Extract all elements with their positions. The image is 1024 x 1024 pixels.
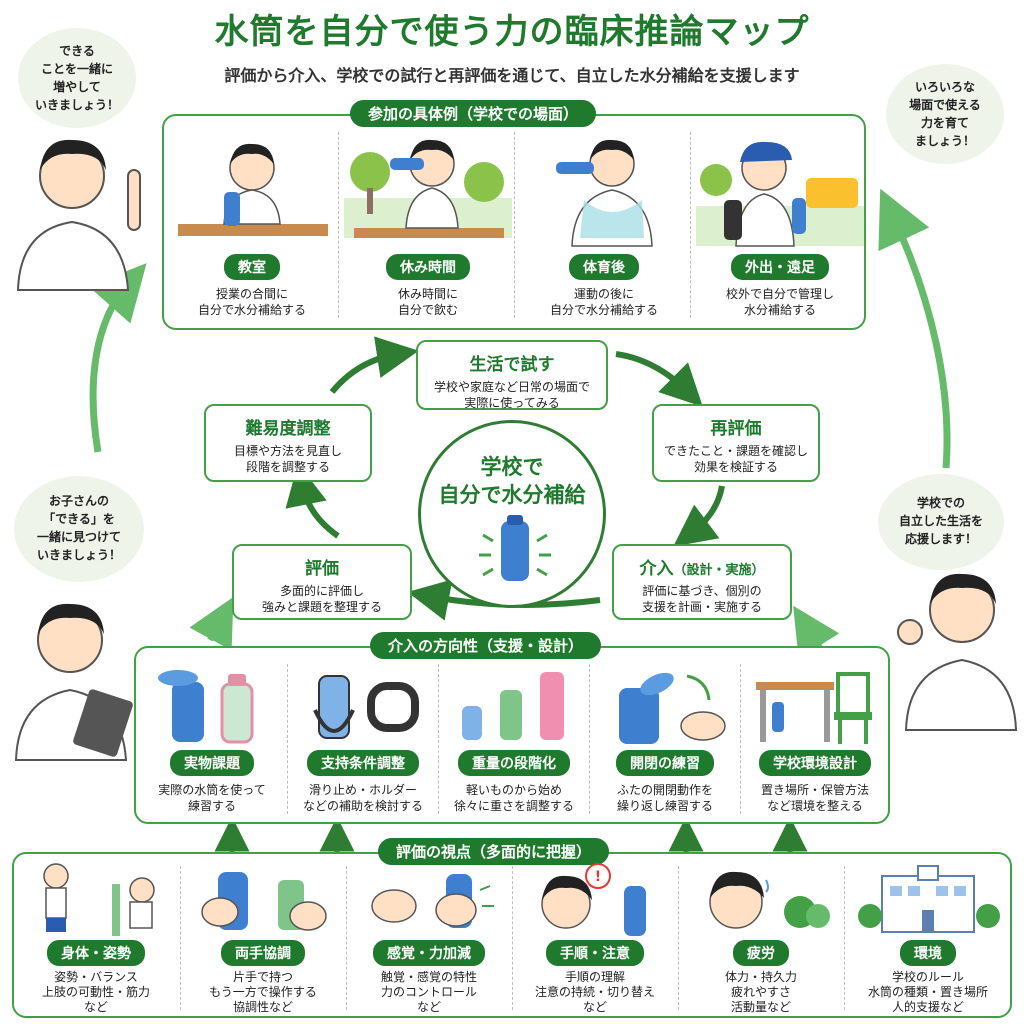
fatigue-illustration <box>709 871 830 929</box>
direction-card-weight-grading: 重量の段階化 軽いものから始め徐々に重さを調整する <box>440 660 588 820</box>
outer-arrow-left <box>88 263 147 453</box>
speech-bubble-top-right: いろいろな場面で使える力を育てましょう！ <box>886 64 1004 164</box>
viewpoint-label-bimanual: 両手協調 <box>221 940 305 966</box>
speech-bubble-mid-left: お子さんの「できる」を一緒に見つけていきましょう！ <box>14 476 144 582</box>
participation-card-pe: 体育後 運動の後に自分で水分補給する <box>520 128 688 324</box>
participation-panel-label: 参加の具体例（学校での場面） <box>350 100 597 127</box>
step-try-in-life: 生活で試す 学校や家庭など日常の場面で実際に使ってみる <box>416 340 608 410</box>
real-task-illustration <box>158 670 254 744</box>
viewpoint-label-procedure-attention: 手順・注意 <box>546 940 644 966</box>
step-difficulty-adjustment: 難易度調整 目標や方法を見直し段階を調整する <box>204 404 372 482</box>
speech-bubble-mid-right: 学校での自立した生活を応援します！ <box>878 474 1004 570</box>
direction-card-lid-practice: 開閉の練習 ふたの開閉動作を繰り返し練習する <box>591 660 739 820</box>
viewpoint-card-body-posture: 身体・姿勢 姿勢・バランス上肢の可動性・筋力など <box>14 860 178 1016</box>
water-bottle-icon <box>172 682 204 742</box>
viewpoint-card-sensory-force: 感覚・力加減 触覚・感覚の特性力のコントロールなど <box>348 860 510 1016</box>
center-goal-circle: 学校で自分で水分補給 <box>418 420 606 608</box>
participation-label-classroom: 教室 <box>224 254 280 280</box>
participation-label-break: 休み時間 <box>386 254 470 280</box>
alert-icon <box>585 863 611 889</box>
cycle-arrow-evaluation-to-adjust <box>285 463 340 539</box>
viewpoint-label-environment: 環境 <box>900 940 956 966</box>
direction-card-school-environment: 学校環境設計 置き場所・保管方法など環境を整える <box>742 660 888 820</box>
direction-label-real-task: 実物課題 <box>170 750 254 776</box>
direction-card-support-condition: 支持条件調整 滑り止め・ホルダーなどの補助を検討する <box>289 660 437 820</box>
cycle-arrow-reeval-to-intervention <box>673 485 725 547</box>
viewpoint-label-fatigue: 疲労 <box>733 940 789 966</box>
participation-label-pe: 体育後 <box>569 254 639 280</box>
viewpoint-card-environment: 環境 学校のルール水筒の種類・置き場所人的支援など <box>846 860 1010 1016</box>
school-building-illustration <box>858 865 1000 933</box>
outer-arrow-right <box>878 188 951 469</box>
direction-panel-label: 介入の方向性（支援・設計） <box>370 632 602 659</box>
pe-illustration <box>556 139 653 247</box>
direction-label-weight-grading: 重量の段階化 <box>458 750 570 776</box>
therapist-top-left-figure <box>16 139 141 291</box>
school-environment-illustration <box>756 672 872 744</box>
participation-card-break: 休み時間 休み時間に自分で飲む <box>344 128 512 324</box>
svg-text:!: ! <box>595 869 601 885</box>
water-bottle-icon <box>224 192 240 226</box>
participation-card-outing: 外出・遠足 校外で自分で管理し水分補給する <box>696 128 864 324</box>
step-evaluation: 評価 多面的に評価し強みと課題を整理する <box>232 544 412 620</box>
direction-label-school-environment: 学校環境設計 <box>759 750 871 776</box>
water-bottle-icon <box>501 521 529 581</box>
water-bottle-icon <box>390 158 424 170</box>
therapist-mid-left-figure <box>14 603 133 761</box>
weight-grading-illustration <box>462 672 564 740</box>
center-bottle-illustration <box>479 515 551 581</box>
direction-card-real-task: 実物課題 実際の水筒を使って練習する <box>138 660 286 820</box>
step-reevaluation: 再評価 できたこと・課題を確認し効果を検証する <box>652 404 820 482</box>
viewpoint-card-fatigue: 疲労 体力・持久力疲れやすさ活動量など <box>680 860 842 1016</box>
bimanual-illustration <box>201 872 327 931</box>
therapist-mid-right-figure <box>897 573 1018 731</box>
participation-label-outing: 外出・遠足 <box>731 254 829 280</box>
direction-label-support-condition: 支持条件調整 <box>307 750 419 776</box>
sensory-force-illustration <box>371 874 494 928</box>
page-subtitle: 評価から介入、学校での試行と再評価を通じて、自立した水分補給を支援します <box>224 66 800 85</box>
page-title: 水筒を自分で使う力の臨床推論マップ <box>214 12 810 52</box>
body-posture-illustration <box>43 863 155 936</box>
support-condition-illustration <box>313 675 419 739</box>
viewpoint-label-body-posture: 身体・姿勢 <box>47 940 145 966</box>
water-bottle-icon <box>792 198 806 234</box>
viewpoint-card-bimanual: 両手協調 片手で持つもう一方で操作する協調性など <box>182 860 344 1016</box>
up-arrow-left-lower <box>189 596 234 651</box>
cycle-arrow-adjust-to-try <box>329 336 419 394</box>
break-illustration <box>344 139 512 238</box>
water-bottle-icon <box>624 886 646 936</box>
viewpoints-panel-label: 評価の視点（多面的に把握） <box>378 838 610 865</box>
participation-card-classroom: 教室 授業の合間に自分で水分補給する <box>168 128 336 324</box>
water-bottle-icon <box>556 162 594 174</box>
direction-label-lid-practice: 開閉の練習 <box>616 750 714 776</box>
outing-illustration <box>696 141 864 247</box>
procedure-attention-illustration: ! <box>541 863 646 936</box>
viewpoint-label-sensory-force: 感覚・力加減 <box>373 940 485 966</box>
up-arrow-right-lower <box>793 605 840 660</box>
viewpoint-card-procedure-attention: ! 手順・注意 手順の理解注意の持続・切り替えなど <box>514 860 676 1016</box>
water-bottle-icon <box>318 675 350 739</box>
bus-icon <box>806 178 858 208</box>
classroom-illustration <box>178 143 328 236</box>
lid-practice-illustration <box>619 672 726 744</box>
water-bottle-icon <box>772 702 784 732</box>
cycle-arrow-try-to-reeval <box>615 351 703 407</box>
step-intervention: 介入（設計・実施） 評価に基づき、個別の支援を計画・実施する <box>612 544 792 620</box>
speech-bubble-top-left: できることを一緒に増やしていきましょう！ <box>18 28 136 128</box>
water-bottle-icon <box>619 688 659 744</box>
